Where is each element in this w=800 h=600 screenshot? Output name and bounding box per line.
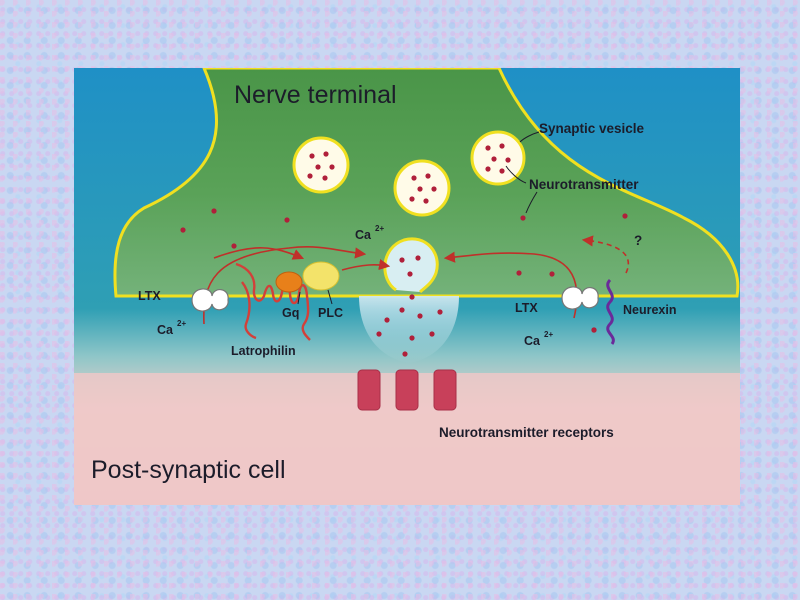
receptors-label: Neurotransmitter receptors	[439, 425, 614, 440]
synaptic-vesicle-label: Synaptic vesicle	[539, 121, 645, 136]
label-pointers	[297, 131, 540, 305]
gq-protein	[275, 271, 303, 293]
plc-label: PLC	[318, 306, 343, 320]
neurotransmitter-label: Neurotransmitter	[529, 177, 639, 192]
plc-enzyme	[302, 261, 340, 291]
ltx-toxin-right	[561, 286, 599, 310]
ltx-right-label: LTX	[515, 301, 538, 315]
released-neurotransmitter	[376, 294, 597, 357]
calcium-left-superscript: 2+	[177, 319, 186, 328]
calcium-right-superscript: 2+	[544, 330, 553, 339]
calcium-top-superscript: 2+	[375, 224, 384, 233]
post-synaptic-cell-title: Post-synaptic cell	[91, 456, 286, 484]
calcium-top-label: Ca	[355, 228, 372, 242]
synaptic-cleft	[359, 296, 459, 363]
question-mark-label: ?	[634, 233, 642, 248]
synaptic-vesicle-1	[292, 136, 350, 194]
free-neurotransmitter	[180, 208, 628, 277]
neurexin-label: Neurexin	[623, 303, 677, 317]
neurotransmitter-receptors	[357, 369, 457, 411]
ltx-toxin-left	[191, 288, 229, 312]
synaptic-vesicle-3	[470, 130, 526, 186]
synapse-diagram: Nerve terminal Post-synaptic cell Synapt…	[74, 68, 740, 505]
latrophilin-label: Latrophilin	[231, 344, 296, 358]
nerve-terminal-title: Nerve terminal	[234, 81, 397, 109]
calcium-right-label: Ca	[524, 334, 541, 348]
fusing-vesicle	[383, 237, 439, 294]
calcium-left-label: Ca	[157, 323, 174, 337]
ltx-left-label: LTX	[138, 289, 161, 303]
synaptic-vesicle-2	[393, 159, 451, 217]
neurexin-receptor	[606, 278, 615, 345]
gq-label: Gq	[282, 306, 299, 320]
